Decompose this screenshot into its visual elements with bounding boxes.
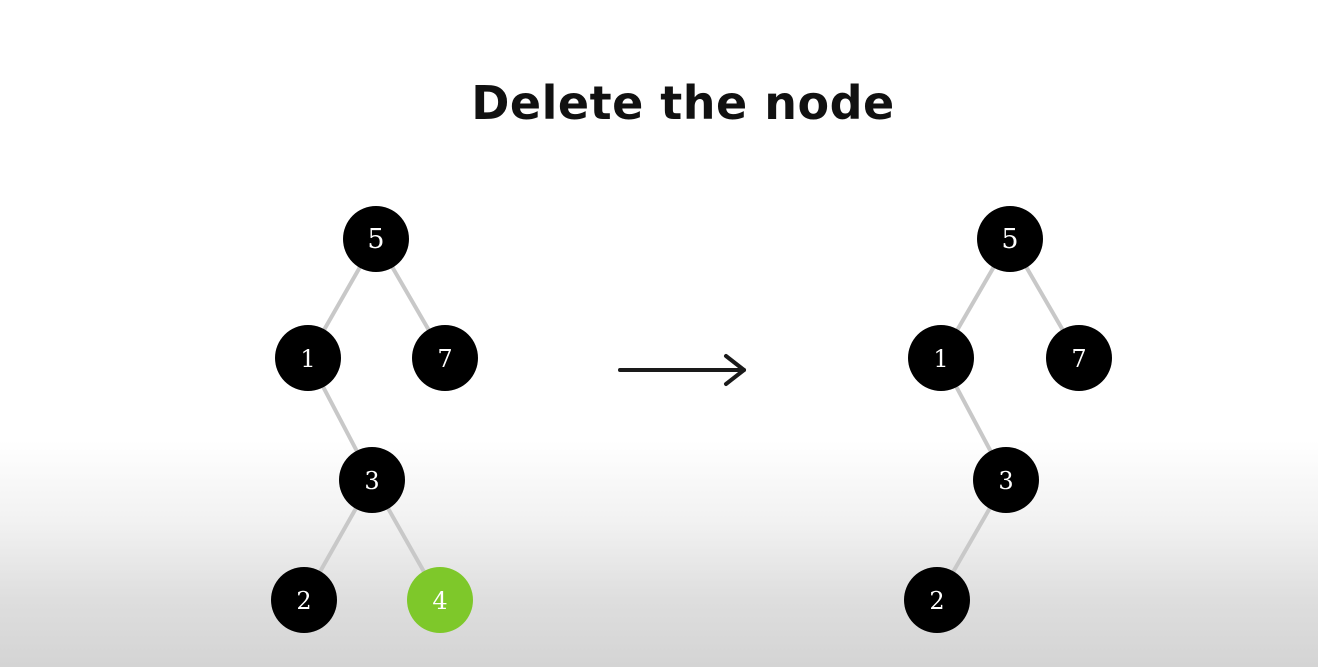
before-node-5: 5 bbox=[343, 206, 409, 272]
before-node-circle bbox=[412, 325, 478, 391]
right-arrow-icon bbox=[618, 354, 746, 386]
after-node-3: 3 bbox=[973, 447, 1039, 513]
nodes-layer: 5 1 7 3 2 4 5 1 7 3 2 bbox=[271, 206, 1112, 633]
page-title: Delete the node bbox=[471, 76, 895, 130]
before-node-circle bbox=[271, 567, 337, 633]
after-node-label: 5 bbox=[1001, 224, 1018, 255]
before-node-1: 1 bbox=[275, 325, 341, 391]
before-node-label: 7 bbox=[437, 345, 452, 373]
after-node-label: 2 bbox=[929, 587, 944, 615]
after-node-circle bbox=[973, 447, 1039, 513]
before-node-label: 2 bbox=[296, 587, 311, 615]
before-node-4: 4 bbox=[407, 567, 473, 633]
before-node-label: 5 bbox=[367, 224, 384, 255]
before-node-circle bbox=[275, 325, 341, 391]
before-node-label: 3 bbox=[364, 467, 379, 495]
before-node-2: 2 bbox=[271, 567, 337, 633]
after-node-7: 7 bbox=[1046, 325, 1112, 391]
after-node-1: 1 bbox=[908, 325, 974, 391]
after-node-circle bbox=[904, 567, 970, 633]
before-node-3: 3 bbox=[339, 447, 405, 513]
before-node-circle bbox=[407, 567, 473, 633]
before-node-label: 1 bbox=[300, 345, 315, 373]
before-node-label: 4 bbox=[432, 587, 447, 615]
after-node-label: 1 bbox=[933, 345, 948, 373]
after-node-5: 5 bbox=[977, 206, 1043, 272]
before-node-circle bbox=[343, 206, 409, 272]
before-node-7: 7 bbox=[412, 325, 478, 391]
after-node-label: 3 bbox=[998, 467, 1013, 495]
after-node-circle bbox=[977, 206, 1043, 272]
edges-layer bbox=[302, 237, 1081, 601]
after-node-label: 7 bbox=[1071, 345, 1086, 373]
before-node-circle bbox=[339, 447, 405, 513]
after-node-2: 2 bbox=[904, 567, 970, 633]
after-node-circle bbox=[1046, 325, 1112, 391]
after-node-circle bbox=[908, 325, 974, 391]
